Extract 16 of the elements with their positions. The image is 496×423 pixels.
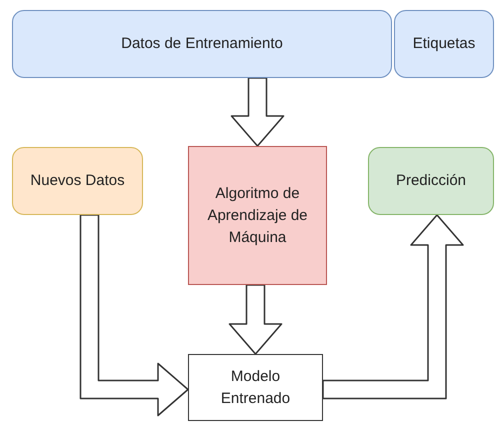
block-arrow <box>322 214 464 400</box>
input-box <box>12 147 143 215</box>
node-label: Etiquetas <box>412 34 476 54</box>
process-box <box>188 146 327 285</box>
label-box <box>394 10 494 78</box>
block-arrow <box>228 284 282 355</box>
model-box <box>188 354 323 421</box>
node-label: Nuevos Datos <box>30 171 125 191</box>
output-box <box>368 147 494 215</box>
block-arrow <box>230 77 284 147</box>
block-arrow <box>80 214 189 416</box>
data-box <box>12 10 392 78</box>
node-label: Datos de Entrenamiento <box>121 34 283 54</box>
node-label: Algoritmo de Aprendizaje de Máquina <box>206 184 309 248</box>
node-label: Modelo Entrenado <box>220 366 292 408</box>
node-label: Predicción <box>396 171 466 191</box>
